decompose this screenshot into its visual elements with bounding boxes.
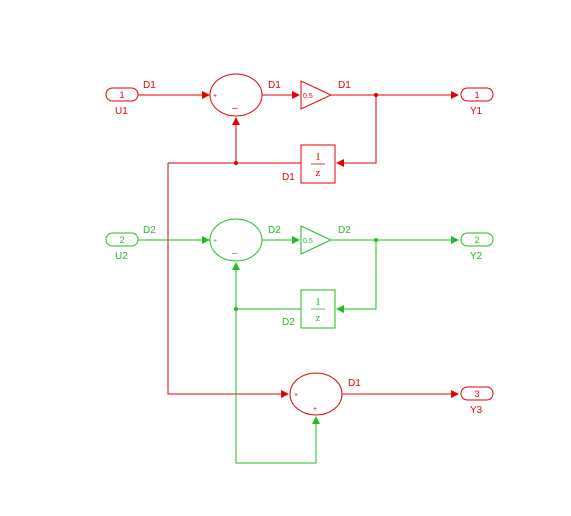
gain-block-1[interactable]: 0.5 — [300, 80, 333, 110]
inport-u2-name: U2 — [115, 251, 128, 262]
signal-feedback-delay2[interactable] — [336, 240, 377, 313]
sum-block-3[interactable]: + + — [289, 372, 343, 416]
signal-feedback-delay1[interactable] — [336, 95, 377, 167]
inport-u1-number: 1 — [119, 90, 124, 100]
signal-delay2-sum3[interactable] — [235, 309, 320, 464]
delay1-denominator: z — [316, 167, 321, 179]
delay-block-1[interactable]: 1 z — [300, 144, 336, 184]
sum3-sign-in2: + — [313, 406, 317, 413]
gain2-value: 0.5 — [303, 238, 313, 245]
gain-block-2[interactable]: 0.5 — [300, 225, 333, 255]
outport-y1[interactable]: 1 — [460, 87, 494, 102]
green-channel: 2 U2 D2 + – D2 0.5 D2 2 Y2 — [105, 218, 494, 464]
outport-y3-number: 3 — [474, 389, 479, 399]
outport-y3[interactable]: 3 — [460, 386, 494, 401]
outport-y3-name: Y3 — [470, 405, 483, 416]
sum2-sign-minus: – — [232, 248, 238, 259]
sum3-sign-in1: + — [294, 392, 298, 399]
delay2-numerator: 1 — [315, 296, 321, 308]
signal-label-gain1: D1 — [338, 80, 351, 91]
inport-u2[interactable]: 2 — [105, 232, 139, 247]
signal-delay1-sum3[interactable] — [167, 163, 289, 398]
signal-label-sum1: D1 — [268, 80, 281, 91]
outport-y1-name: Y1 — [470, 106, 483, 117]
delay1-numerator: 1 — [315, 151, 321, 163]
sum-block-2[interactable]: + – — [209, 218, 263, 262]
red-channel: 1 U1 D1 + – D1 0.5 D1 1 Y1 — [105, 73, 494, 416]
outport-y2-name: Y2 — [470, 251, 483, 262]
outport-y2-number: 2 — [474, 235, 479, 245]
delay2-denominator: z — [316, 312, 321, 324]
gain1-value: 0.5 — [303, 93, 313, 100]
inport-u1-name: U1 — [115, 106, 128, 117]
inport-u1[interactable]: 1 — [105, 87, 139, 102]
signal-label-u1: D1 — [143, 80, 156, 91]
inport-u2-number: 2 — [119, 235, 124, 245]
sum2-sign-plus: + — [213, 238, 217, 245]
delay1-label: D1 — [282, 172, 295, 183]
outport-y1-number: 1 — [474, 90, 479, 100]
sum-block-1[interactable]: + – — [209, 73, 263, 117]
signal-label-sum3: D1 — [348, 378, 361, 389]
delay-block-2[interactable]: 1 z — [300, 289, 336, 329]
outport-y2[interactable]: 2 — [460, 232, 494, 247]
sum1-sign-minus: – — [232, 103, 238, 114]
signal-label-sum2: D2 — [268, 225, 281, 236]
signal-label-u2: D2 — [143, 225, 156, 236]
signal-label-gain2: D2 — [338, 225, 351, 236]
sum1-sign-plus: + — [213, 93, 217, 100]
delay2-label: D2 — [282, 317, 295, 328]
